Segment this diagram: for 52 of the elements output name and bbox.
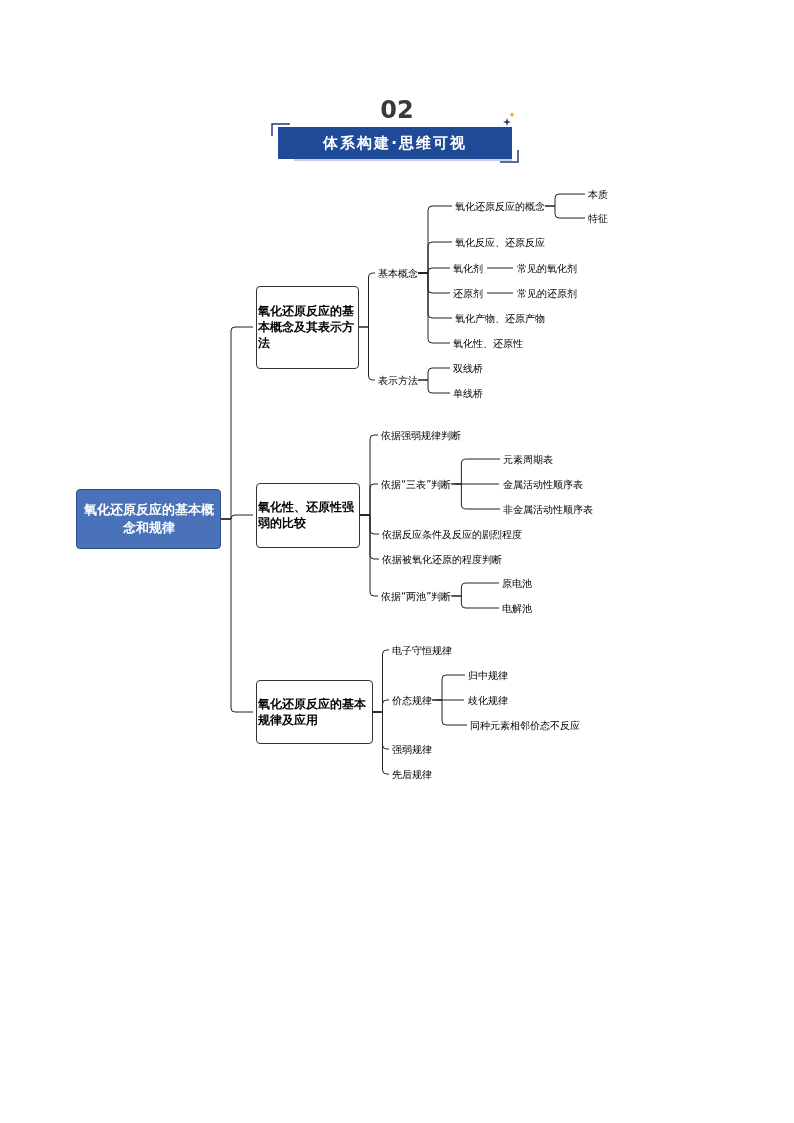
topic-label: 先后规律 [392,767,432,781]
topic-label: 归中规律 [468,668,508,682]
connector-line [450,595,500,609]
topic-box [256,680,373,744]
topic-label: 特征 [588,211,608,225]
topic-box [256,482,360,548]
topic-label: 原电池 [502,576,532,590]
connector-line [417,379,451,394]
connector-line [486,267,514,269]
topic-label: 氧化性、还原性 [453,336,523,350]
topic-label: 依据反应条件及反应的剧烈程度 [382,527,522,541]
section-number: 02 [379,96,415,124]
topic-label: 基本概念 [378,266,418,280]
topic-label: 氧化还原反应的概念 [455,199,545,213]
topic-label: 常见的还原剂 [517,286,577,300]
topic-label: 价态规律 [392,693,432,707]
topic-label: 氧化剂 [453,261,483,275]
topic-label: 非金属活动性顺序表 [503,502,593,516]
node-text: 氧化还原反应的基本概念和规律 [82,501,215,537]
node-text: 氧化还原反应的基本规律及应用 [258,696,367,728]
topic-label: 同种元素相邻价态不反应 [470,718,580,732]
topic-label: 依据“两池”判断 [381,589,452,603]
topic-label: 依据强弱规律判断 [381,428,461,442]
connector-line [417,272,451,344]
topic-label: 依据“三表”判断 [381,477,452,491]
topic-label: 强弱规律 [392,742,432,756]
node-text: 氧化还原反应的基本概念及其表示方法 [258,303,355,351]
node-text: 氧化性、还原性强弱的比较 [258,499,355,531]
topic-box [256,285,359,369]
topic-label: 歧化规律 [468,693,508,707]
connector-line [486,292,514,294]
connector-line [544,205,586,219]
connector-line [450,483,501,510]
topic-label: 金属活动性顺序表 [503,477,583,491]
connector-line [372,711,390,775]
root-topic-box [76,489,221,549]
topic-label: 元素周期表 [503,452,553,466]
topic-label: 本质 [588,187,608,201]
connector-line [431,699,468,726]
topic-label: 电解池 [502,601,532,615]
topic-label: 表示方法 [378,373,418,387]
topic-label: 氧化反应、还原反应 [455,235,545,249]
topic-label: 氧化产物、还原产物 [455,311,545,325]
topic-label: 双线桥 [453,361,483,375]
topic-label: 还原剂 [453,286,483,300]
topic-label: 常见的氧化剂 [517,261,577,275]
connector-line [358,326,376,381]
title-banner: 体系构建·思维可视 [278,127,512,159]
topic-label: 单线桥 [453,386,483,400]
connector-line [220,518,254,713]
topic-label: 电子守恒规律 [392,643,452,657]
topic-label: 依据被氧化还原的程度判断 [382,552,502,566]
